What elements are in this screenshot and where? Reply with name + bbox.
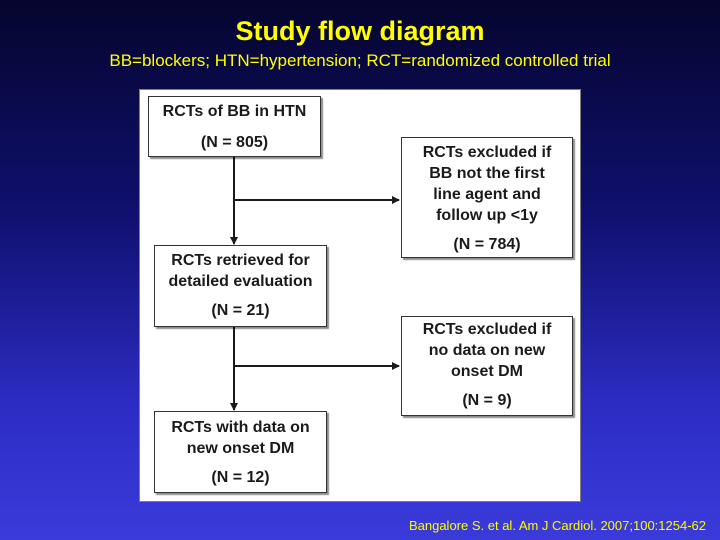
slide-subtitle: BB=blockers; HTN=hypertension; RCT=rando… [109,51,611,70]
slide-title: Study flow diagram [235,16,485,46]
flow-box-count: (N = 9) [462,392,512,409]
flow-box-count: (N = 784) [453,236,521,253]
flow-box-count: (N = 21) [211,302,270,319]
flow-box-label: RCTs with data on new onset DM [171,419,310,457]
flow-box-retrieved: RCTs retrieved for detailed evaluation (… [154,245,327,327]
flow-box-excluded-first-line: RCTs excluded if BB not the first line a… [401,137,573,258]
citation: Bangalore S. et al. Am J Cardiol. 2007;1… [408,518,706,533]
flow-box-excluded-no-data: RCTs excluded if no data on new onset DM… [401,316,573,416]
flow-box-count: (N = 12) [211,469,270,486]
flow-box-rcts-bb-htn: RCTs of BB in HTN (N = 805) [148,96,321,157]
flow-box-label: RCTs excluded if no data on new onset DM [422,321,552,380]
flow-box-label: RCTs excluded if BB not the first line a… [422,144,552,224]
flow-box-count: (N = 805) [200,134,269,151]
flow-box-with-data: RCTs with data on new onset DM (N = 12) [154,411,327,493]
flow-box-label: RCTs retrieved for detailed evaluation [168,252,313,290]
flow-box-label: RCTs of BB in HTN [162,103,307,120]
